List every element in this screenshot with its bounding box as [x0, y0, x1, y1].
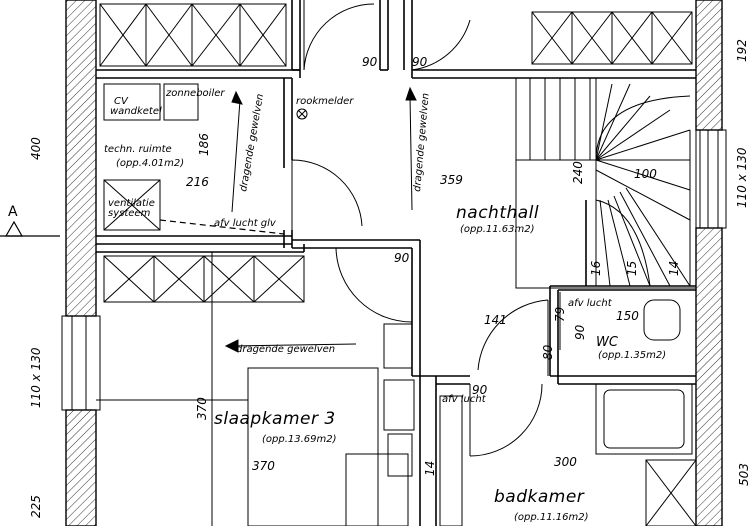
room-nachthall: nachthall: [456, 203, 539, 223]
dim-80: 80: [541, 344, 555, 360]
doors: [291, 0, 561, 457]
dim-359: 359: [440, 173, 463, 187]
dim-15: 15: [625, 261, 639, 276]
room-wc: WC: [596, 335, 619, 350]
label-afv-lucht-bath: afv lucht: [442, 394, 487, 405]
label-afv-lucht-glv: afv lucht glv: [214, 218, 277, 229]
dim-503: 503: [737, 463, 750, 486]
dim-90b: 90: [412, 55, 428, 69]
dim-100: 100: [634, 167, 657, 181]
label-afv-lucht-wc: afv lucht: [568, 298, 613, 309]
dim-14b: 14: [423, 461, 437, 476]
room-badkamer: badkamer: [494, 487, 585, 507]
dim-16: 16: [589, 260, 603, 276]
interior-walls: [96, 0, 696, 526]
dim-300: 300: [554, 455, 577, 469]
dim-240: 240: [571, 161, 585, 184]
dim-150: 150: [616, 309, 639, 323]
span-arrows: [224, 86, 417, 353]
window-size-right: 110 x 130: [735, 147, 749, 208]
dim-400: 400: [29, 137, 43, 160]
dimensions: 90 90 90 90 186 216 359 240 100 192 400 …: [29, 39, 750, 518]
annotations: CV wandketel zonneboiler rookmelder vent…: [108, 88, 613, 405]
area-techn: (opp.4.01m2): [116, 158, 184, 169]
dim-370b: 370: [252, 459, 275, 473]
staircase: [515, 77, 697, 289]
dim-90d: 90: [472, 383, 488, 397]
dim-79: 79: [553, 307, 567, 322]
room-slaapkamer: slaapkamer 3: [214, 409, 336, 429]
windows: [61, 129, 727, 411]
dim-14a: 14: [667, 261, 681, 276]
section-marker: [0, 220, 60, 237]
label-systeem: systeem: [108, 208, 151, 219]
label-dragende-3: dragende gewelven: [236, 344, 335, 355]
label-dragende-1: dragende gewelven: [238, 93, 266, 193]
label-cv: CV: [114, 96, 129, 107]
dim-225: 225: [29, 495, 43, 518]
room-labels: nachthall (opp.11.63m2) slaapkamer 3 (op…: [104, 144, 666, 523]
label-zonneboiler: zonneboiler: [165, 88, 225, 99]
dim-90c: 90: [394, 251, 410, 265]
dim-90e: 90: [573, 324, 587, 340]
area-wc: (opp.1.35m2): [598, 350, 666, 361]
smoke-detector-icon: [296, 108, 308, 120]
area-slaapkamer: (opp.13.69m2): [262, 434, 337, 445]
dim-141: 141: [484, 313, 507, 327]
closets: [99, 3, 693, 303]
label-wandketel: wandketel: [110, 106, 162, 117]
ventilation-duct: [159, 219, 285, 235]
label-ventilatie: ventilatie: [108, 198, 155, 209]
area-badkamer: (opp.11.16m2): [514, 512, 589, 523]
dim-186: 186: [197, 133, 211, 156]
exterior-walls: [65, 0, 723, 526]
dim-192: 192: [735, 39, 749, 62]
bed: [96, 252, 415, 526]
dim-90a: 90: [362, 55, 378, 69]
dim-370a: 370: [195, 397, 209, 420]
room-techn: techn. ruimte: [104, 144, 172, 155]
label-rookmelder: rookmelder: [296, 96, 354, 107]
window-size-left: 110 x 130: [29, 347, 43, 408]
bathroom-fixtures: [439, 299, 697, 526]
dim-216: 216: [186, 175, 209, 189]
section-marker-label: A: [8, 204, 18, 220]
area-nachthall: (opp.11.63m2): [460, 224, 535, 235]
label-dragende-2: dragende gewelven: [412, 93, 432, 193]
